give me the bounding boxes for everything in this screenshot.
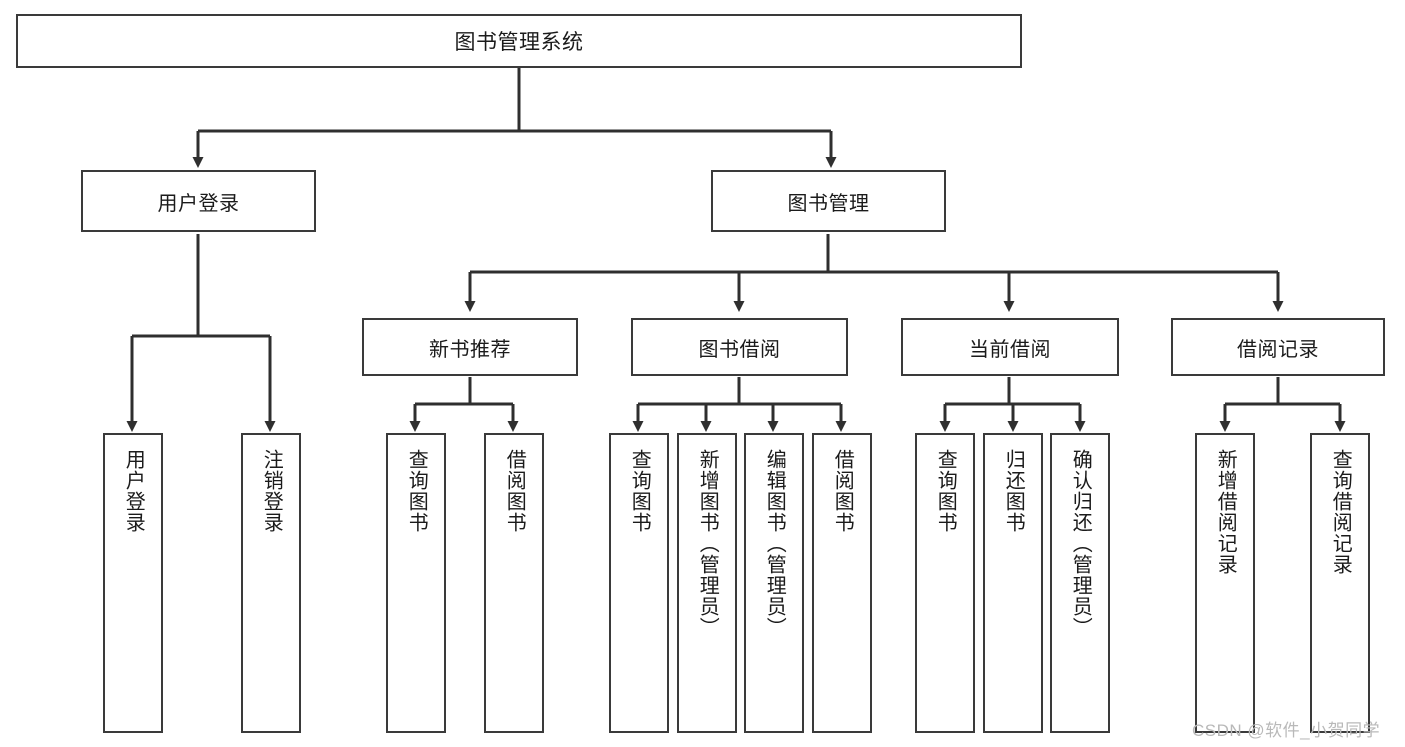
leaf-borrow-edit-book-admin[interactable]: 编辑图书（管理员） bbox=[744, 433, 804, 733]
leaf-borrow-add-book-admin[interactable]: 新增图书（管理员） bbox=[677, 433, 737, 733]
node-label: 确认归还（管理员） bbox=[1069, 449, 1092, 638]
node-label: 借阅图书 bbox=[503, 449, 526, 533]
leaf-current-return-book[interactable]: 归还图书 bbox=[983, 433, 1043, 733]
node-root-system[interactable]: 图书管理系统 bbox=[16, 14, 1022, 68]
node-label: 编辑图书（管理员） bbox=[763, 449, 786, 638]
node-label: 归还图书 bbox=[1002, 449, 1025, 533]
node-label: 借阅图书 bbox=[831, 449, 854, 533]
leaf-user-login-logout[interactable]: 注销登录 bbox=[241, 433, 301, 733]
leaf-recommend-query-book[interactable]: 查询图书 bbox=[386, 433, 446, 733]
watermark-text: CSDN @软件_小贺同学 bbox=[1192, 721, 1381, 740]
node-label: 注销登录 bbox=[260, 449, 283, 533]
node-label: 图书借阅 bbox=[698, 338, 781, 361]
leaf-record-add-record[interactable]: 新增借阅记录 bbox=[1195, 433, 1255, 733]
leaf-recommend-borrow-book[interactable]: 借阅图书 bbox=[484, 433, 544, 733]
node-book-management[interactable]: 图书管理 bbox=[711, 170, 946, 232]
leaf-borrow-borrow-book[interactable]: 借阅图书 bbox=[812, 433, 872, 733]
leaf-current-confirm-return-admin[interactable]: 确认归还（管理员） bbox=[1050, 433, 1110, 733]
node-label: 查询借阅记录 bbox=[1329, 449, 1352, 575]
node-label: 新增借阅记录 bbox=[1214, 449, 1237, 575]
node-label: 图书管理系统 bbox=[454, 31, 584, 54]
leaf-record-query-record[interactable]: 查询借阅记录 bbox=[1310, 433, 1370, 733]
node-label: 查询图书 bbox=[628, 449, 651, 533]
node-user-login[interactable]: 用户登录 bbox=[81, 170, 316, 232]
node-label: 用户登录 bbox=[157, 192, 240, 215]
node-borrow-record[interactable]: 借阅记录 bbox=[1171, 318, 1385, 376]
node-label: 图书管理 bbox=[787, 192, 870, 215]
node-label: 用户登录 bbox=[122, 449, 145, 533]
node-label: 借阅记录 bbox=[1237, 338, 1319, 361]
node-current-borrow[interactable]: 当前借阅 bbox=[901, 318, 1119, 376]
node-label: 当前借阅 bbox=[969, 338, 1051, 361]
node-label: 新书推荐 bbox=[429, 338, 511, 361]
node-label: 查询图书 bbox=[405, 449, 428, 533]
leaf-user-login-login[interactable]: 用户登录 bbox=[103, 433, 163, 733]
node-label: 新增图书（管理员） bbox=[696, 449, 719, 638]
leaf-current-query-book[interactable]: 查询图书 bbox=[915, 433, 975, 733]
node-label: 查询图书 bbox=[934, 449, 957, 533]
node-book-borrow[interactable]: 图书借阅 bbox=[631, 318, 848, 376]
leaf-borrow-query-book[interactable]: 查询图书 bbox=[609, 433, 669, 733]
node-new-book-recommend[interactable]: 新书推荐 bbox=[362, 318, 578, 376]
